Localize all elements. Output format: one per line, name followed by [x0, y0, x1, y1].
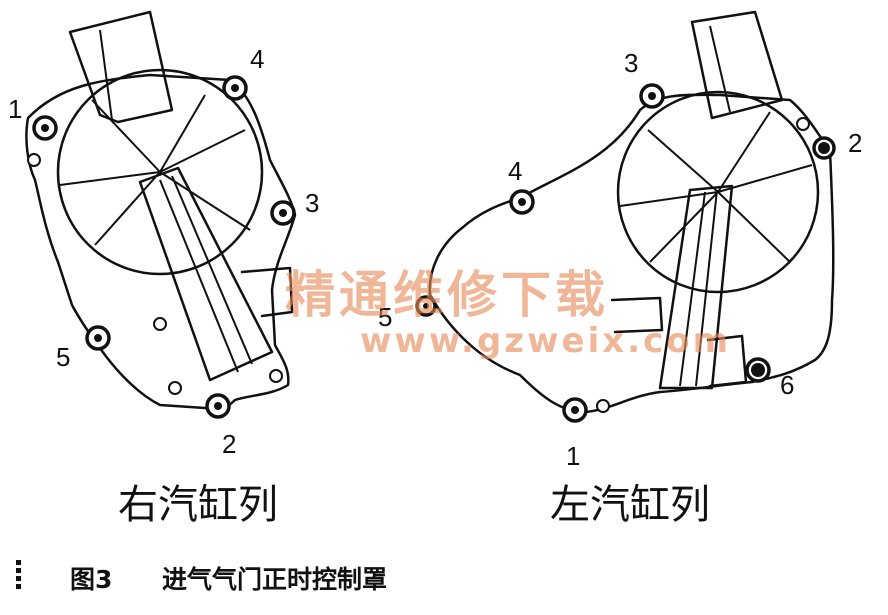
right-sprocket-spokes: [59, 94, 251, 246]
right-bolt-label-4: 4: [250, 44, 264, 74]
right-bank-label: 右汽缸列: [118, 482, 278, 528]
caption-title: 进气气门正时控制罩: [162, 565, 387, 594]
right-sprocket-circle: [56, 68, 264, 276]
left-bolt-3: [639, 83, 665, 109]
left-bolt-label-5: 5: [378, 302, 392, 332]
right-cover-outline: [25, 73, 297, 412]
left-bolt-1: [562, 397, 588, 423]
left-bolt-4: [509, 189, 535, 215]
right-locating-hole: [168, 381, 182, 395]
right-bolt-2: [205, 393, 231, 419]
caption-marker: [16, 560, 21, 589]
right-chain-guide-top: [68, 10, 174, 124]
left-sprocket-circle: [616, 90, 820, 294]
watermark-chinese: 精通维修下载: [285, 266, 609, 324]
right-bolt-1: [32, 115, 58, 141]
left-bolt-label-3: 3: [624, 48, 638, 78]
left-bank-cover: [415, 10, 836, 423]
right-bolt-label-3: 3: [305, 188, 319, 218]
left-bolt-6: [745, 357, 771, 383]
left-bolt-label-2: 2: [848, 128, 862, 158]
left-locating-hole: [596, 399, 610, 413]
right-bolt-label-1: 1: [8, 94, 22, 124]
figure-caption: 图3 进气气门正时控制罩: [16, 560, 387, 594]
right-bolt-3: [270, 200, 296, 226]
left-chain-guide-top: [690, 10, 784, 120]
left-bolt-label-1: 1: [566, 441, 580, 471]
watermark-url: www.gzweix.com: [360, 321, 731, 361]
right-bolt-4: [222, 75, 248, 101]
left-locating-hole: [796, 117, 810, 131]
right-locating-hole: [27, 153, 41, 167]
left-bolt-2: [812, 136, 836, 160]
right-bolt-label-5: 5: [56, 342, 70, 372]
left-bank-bolt-labels: 1 2 3 4 5 6: [378, 48, 862, 471]
right-bolt-5: [85, 325, 111, 351]
right-locating-hole: [153, 317, 167, 331]
left-bank-label: 左汽缸列: [550, 482, 710, 528]
caption-figure-number: 图3: [70, 565, 112, 594]
watermark: 精通维修下载 www.gzweix.com: [285, 266, 731, 361]
right-bolt-label-2: 2: [222, 429, 236, 459]
right-bank-cover: [25, 10, 297, 419]
left-bolt-label-6: 6: [780, 370, 794, 400]
left-tensioner-arm: [658, 184, 734, 390]
right-tensioner-arm: [138, 166, 274, 382]
right-locating-hole: [269, 369, 283, 383]
right-bank-bolt-labels: 1 2 3 4 5: [8, 44, 319, 459]
left-sprocket-spokes: [619, 111, 813, 263]
left-bolt-5: [415, 295, 437, 317]
left-bolt-label-4: 4: [508, 156, 522, 186]
